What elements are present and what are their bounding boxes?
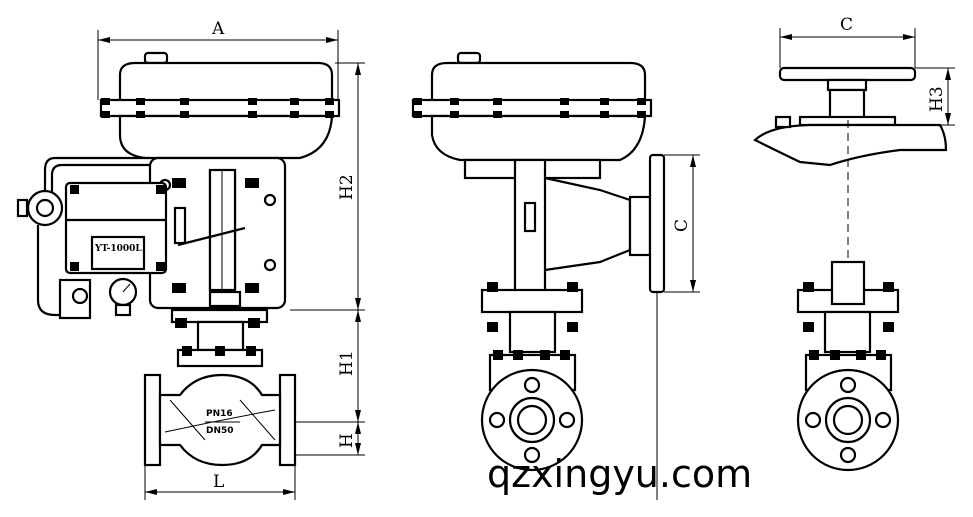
dim-h3-label: H3 bbox=[927, 86, 947, 112]
body-size-label: DN50 bbox=[206, 426, 234, 436]
body-pressure-label: PN16 bbox=[206, 409, 233, 419]
dim-h2-label: H2 bbox=[337, 174, 357, 200]
side-view: C bbox=[411, 51, 700, 500]
dim-a-label: A bbox=[211, 19, 225, 39]
dim-c-top-label: C bbox=[840, 15, 853, 35]
dim-l-label: L bbox=[213, 472, 224, 492]
front-view: A bbox=[16, 19, 365, 500]
dim-h1-label: H1 bbox=[337, 350, 357, 376]
positioner-label: YT-1000L bbox=[94, 244, 142, 254]
watermark-text: qzxingyu.com bbox=[487, 452, 752, 496]
dim-c-side-label: C bbox=[672, 219, 692, 232]
dim-h-label: H bbox=[337, 433, 357, 448]
handwheel-view: C H3 bbox=[753, 15, 955, 472]
